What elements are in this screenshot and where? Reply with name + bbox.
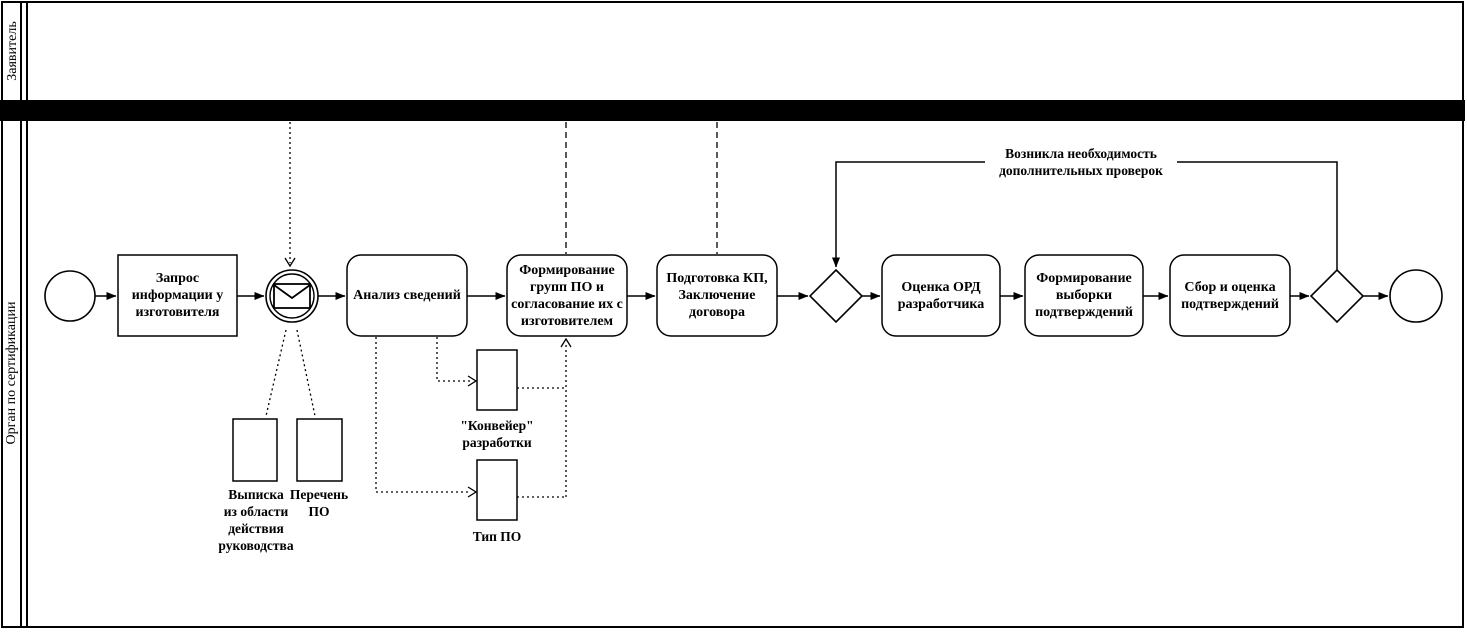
task-collect-label: Сбор и оценка подтверждений <box>1181 279 1279 312</box>
start-event-circle <box>44 270 96 322</box>
arrowhead-right-pipeline <box>467 375 478 387</box>
task-grouping-box <box>506 254 628 337</box>
loop-condition-label: Возникла необходимость дополнительных пр… <box>985 145 1177 179</box>
associations-dotted <box>265 122 567 498</box>
task-request-info-box <box>117 254 238 337</box>
open-arrowheads <box>284 257 572 498</box>
task-collect-box <box>1169 254 1291 337</box>
task-contract-label: Подготовка КП, Заключение договора <box>666 271 768 320</box>
data-object-dev-pipeline <box>476 349 518 411</box>
task-ord-review-label: Оценка ОРД разработчика <box>897 279 985 312</box>
gateway-2-diamond <box>1309 268 1365 324</box>
data-object-boxes <box>232 349 518 521</box>
lane-inner-divider <box>26 1 28 628</box>
association-envelope-to-list <box>296 329 316 417</box>
message-flows-dashed <box>565 122 718 254</box>
lane-label-divider <box>20 1 22 628</box>
data-object-software-list-label: Перечень ПО <box>289 487 349 519</box>
lane-divider-bar <box>0 100 1465 121</box>
data-object-software-list <box>296 418 343 482</box>
envelope-icon <box>273 283 311 309</box>
task-grouping-label: Формирование групп ПО и согласование их … <box>511 262 623 329</box>
task-sampling-box <box>1024 254 1144 337</box>
task-request-info-label: Запрос информации у изготовителя <box>131 271 224 320</box>
task-analysis-label: Анализ сведений <box>353 288 461 303</box>
message-event <box>265 269 319 323</box>
arrowhead-right-type <box>467 486 478 498</box>
task-sampling-label: Формирование выборки подтверждений <box>1035 271 1133 320</box>
association-analysis-to-pipeline <box>436 337 470 382</box>
data-object-scope-extract-label: Выписка из области действия руководства <box>218 487 294 553</box>
arrowhead-up-grouping <box>560 337 572 348</box>
gateway-1-diamond <box>808 268 864 324</box>
data-object-dev-pipeline-label: "Конвейер" разработки <box>460 418 534 450</box>
end-event-circle <box>1389 269 1443 323</box>
task-ord-review-box <box>881 254 1001 337</box>
data-object-software-type <box>476 459 518 521</box>
association-envelope-to-extract <box>265 329 287 417</box>
task-analysis-box <box>346 254 468 337</box>
association-analysis-to-type <box>375 337 470 493</box>
data-object-software-type-label: Тип ПО <box>472 529 522 544</box>
task-boxes <box>117 254 1291 337</box>
data-object-scope-extract <box>232 418 278 482</box>
arrowhead-down-envelope <box>284 257 296 268</box>
task-contract-box <box>656 254 778 337</box>
